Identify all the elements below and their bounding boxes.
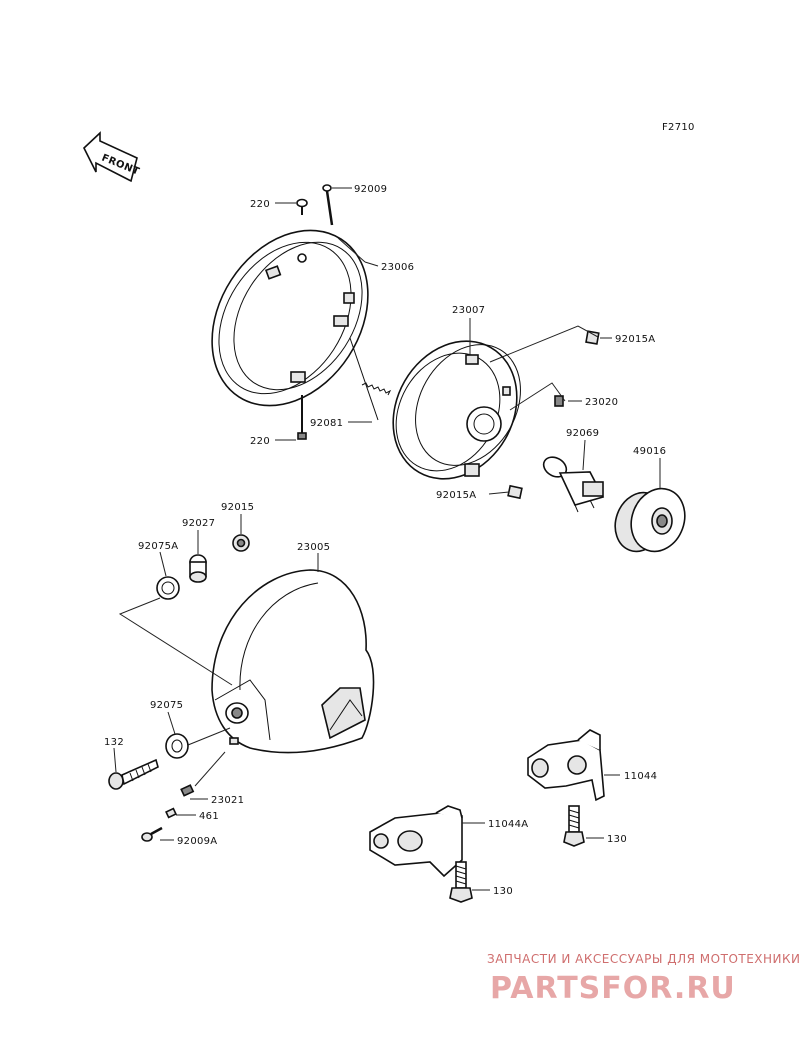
label-220-top: 220 — [250, 199, 270, 210]
spring-92081-drawing — [349, 337, 392, 421]
label-23021: 23021 — [211, 795, 244, 806]
label-130-right: 130 — [607, 834, 627, 845]
label-130-left: 130 — [493, 886, 513, 897]
label-92009A: 92009A — [177, 836, 217, 847]
label-132: 132 — [104, 737, 124, 748]
label-23007: 23007 — [452, 305, 485, 316]
label-220-bottom: 220 — [250, 436, 270, 447]
screw-220-top-drawing — [296, 198, 308, 215]
watermark-logo: PARTSFOR.RU — [490, 971, 736, 1006]
leader-92075A-housing — [118, 597, 233, 686]
nut-92015A-lower-drawing — [507, 484, 523, 500]
part-labels: 220 92009 23006 92081 220 23007 92015A 2… — [104, 184, 666, 897]
headlight-rim-drawing — [211, 229, 369, 407]
grommet-92075A-drawing — [156, 576, 180, 600]
label-92075A: 92075A — [138, 541, 178, 552]
bolt-132-drawing — [108, 758, 159, 790]
label-23005: 23005 — [297, 542, 330, 553]
label-92009: 92009 — [354, 184, 387, 195]
clip-23020-drawing — [554, 395, 564, 407]
headlight-housing-drawing — [211, 569, 375, 754]
screw-92009A-drawing — [141, 826, 163, 842]
nut-92015-drawing — [232, 534, 250, 552]
grommet-92075-drawing — [165, 727, 231, 759]
label-461: 461 — [199, 811, 219, 822]
label-92015A-lower: 92015A — [436, 490, 476, 501]
label-92015: 92015 — [221, 502, 254, 513]
screw-92009-drawing — [322, 184, 334, 226]
leader-lines — [113, 187, 661, 891]
boot-49016-drawing — [614, 487, 686, 553]
washer-461-drawing — [165, 807, 177, 819]
label-11044A: 11044A — [488, 819, 528, 830]
label-92015A-upper: 92015A — [615, 334, 655, 345]
nut-92015A-upper-drawing — [585, 330, 600, 345]
clip-23021-drawing — [180, 751, 226, 797]
label-49016: 49016 — [633, 446, 666, 457]
label-92027: 92027 — [182, 518, 215, 529]
bulb-92069-drawing — [542, 456, 605, 513]
bolt-130-left-drawing — [449, 861, 473, 903]
screw-220-bottom-drawing — [297, 395, 307, 440]
front-direction-arrow-icon: FRONT — [83, 131, 141, 183]
figure-code: F2710 — [662, 122, 695, 133]
watermark-subtitle: ЗАПЧАСТИ И АКСЕССУАРЫ ДЛЯ МОТОТЕХНИКИ — [487, 952, 800, 966]
bracket-11044-drawing — [527, 729, 605, 802]
watermark: ЗАПЧАСТИ И АКСЕССУАРЫ ДЛЯ МОТОТЕХНИКИ PA… — [487, 952, 800, 1006]
bolt-130-right-drawing — [563, 805, 585, 847]
headlight-unit-drawing — [392, 340, 521, 480]
collar-92027-drawing — [189, 554, 207, 583]
label-23006: 23006 — [381, 262, 414, 273]
bracket-11044A-drawing — [369, 805, 463, 878]
label-92069: 92069 — [566, 428, 599, 439]
label-92081: 92081 — [310, 418, 343, 429]
label-23020: 23020 — [585, 397, 618, 408]
label-92075: 92075 — [150, 700, 183, 711]
label-11044: 11044 — [624, 771, 657, 782]
